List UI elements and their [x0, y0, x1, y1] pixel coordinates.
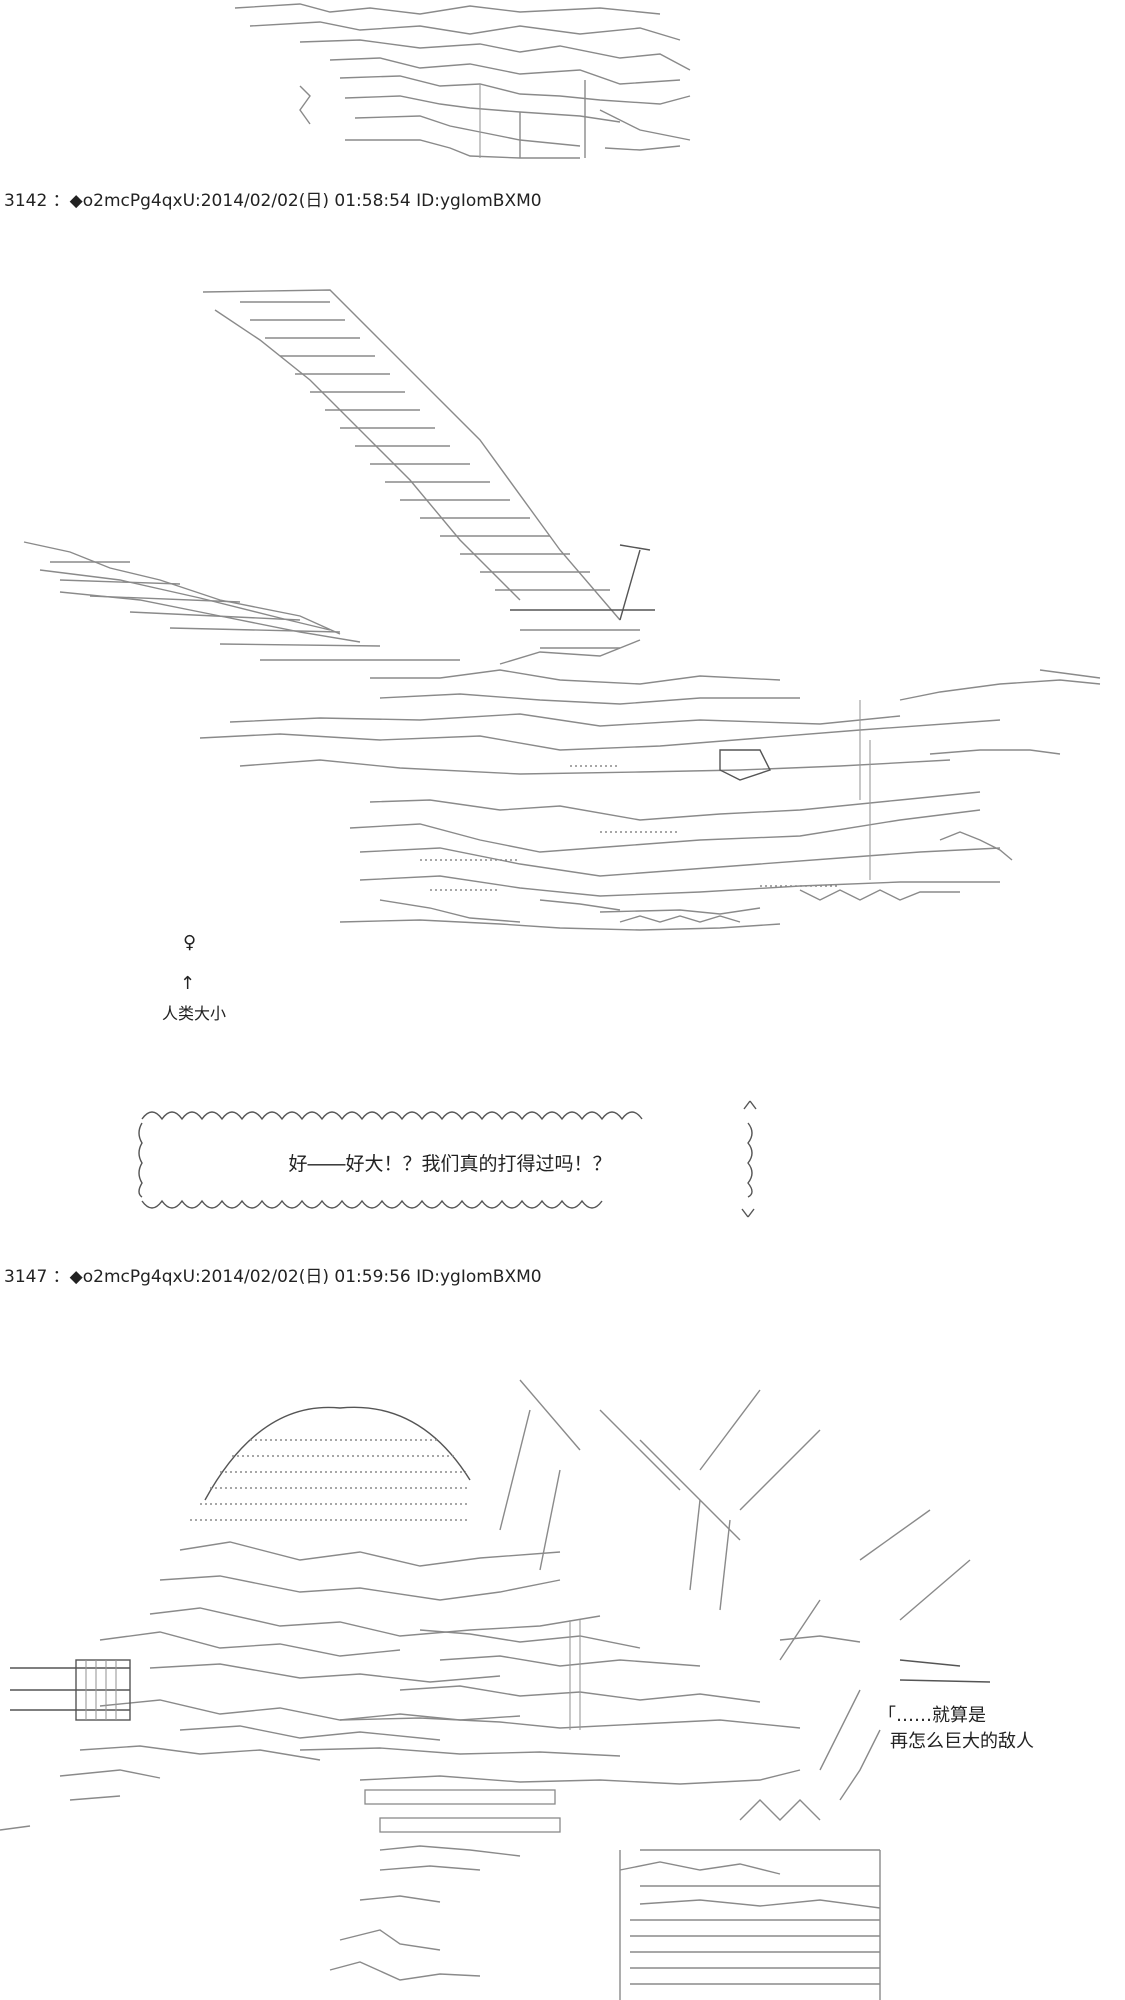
speed-line-strokes	[499, 1379, 991, 1801]
top-art-strokes	[234, 3, 691, 159]
armor-body-strokes	[0, 1620, 801, 1831]
lower-wing-strokes	[23, 541, 460, 661]
scale-symbol: ♀	[183, 932, 197, 953]
body-texture-dots	[420, 765, 840, 891]
side-quote-line-2: 再怎么巨大的敌人	[890, 1731, 1034, 1752]
post-header: 3142 ：◆o2mcPg4qxU:2014/02/02(日) 01:58:54…	[4, 191, 542, 211]
upper-wing-strokes	[202, 289, 651, 621]
side-quote-line-1: 「……就算是	[878, 1705, 986, 1726]
scale-label: 人类大小	[162, 1004, 227, 1023]
sword-strokes	[10, 1659, 131, 1721]
side-quote: 「……就算是 再怎么巨大的敌人	[878, 1703, 1034, 1755]
speech-bubble: 好――好大！？我们真的打得过吗！？	[136, 1100, 764, 1218]
warrior-head-strokes	[99, 1406, 601, 1741]
speech-bubble-border	[138, 1100, 757, 1218]
warrior-ascii-art	[0, 1379, 991, 2000]
post-header: 3147 ：◆o2mcPg4qxU:2014/02/02(日) 01:59:56…	[4, 1267, 542, 1287]
speech-bubble-text: 好――好大！？我们真的打得过吗！？	[288, 1153, 612, 1175]
scale-arrow: ↑	[180, 973, 196, 994]
giant-creature-ascii-art	[23, 289, 1101, 931]
legs-strokes	[329, 1789, 881, 2000]
top-ascii-art-fragment	[234, 3, 691, 159]
body-strokes	[199, 609, 1101, 931]
